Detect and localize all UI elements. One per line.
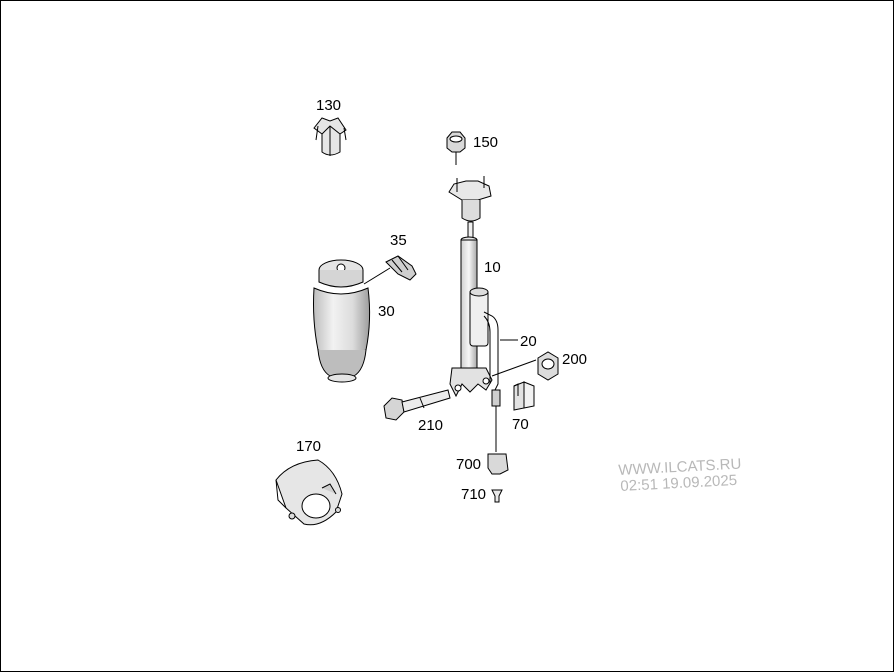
callout-70[interactable]: 70: [512, 416, 529, 433]
callout-35[interactable]: 35: [390, 232, 407, 249]
callout-710[interactable]: 710: [461, 486, 487, 503]
part-150-nut[interactable]: [446, 131, 466, 165]
part-10-strut[interactable]: [448, 176, 493, 398]
callout-20[interactable]: 20: [520, 333, 537, 350]
callout-150[interactable]: 150: [473, 134, 499, 151]
callout-170[interactable]: 170: [296, 438, 322, 455]
callout-200[interactable]: 200: [562, 351, 588, 368]
part-35-valve[interactable]: [385, 255, 417, 281]
part-200-nut[interactable]: [491, 351, 559, 381]
part-710-pin[interactable]: [491, 489, 503, 503]
part-210-bolt[interactable]: [383, 389, 451, 421]
part-70-bracket[interactable]: [513, 381, 535, 411]
part-170-cover[interactable]: [275, 459, 343, 526]
part-700-connector[interactable]: [487, 389, 509, 475]
callout-210[interactable]: 210: [418, 417, 444, 434]
callout-30[interactable]: 30: [378, 303, 395, 320]
callout-130[interactable]: 130: [316, 97, 342, 114]
part-20-wiring[interactable]: [483, 311, 518, 391]
part-30-air-spring[interactable]: [313, 259, 391, 383]
part-130-clip[interactable]: [313, 117, 347, 156]
callout-10[interactable]: 10: [484, 259, 501, 276]
callout-700[interactable]: 700: [456, 456, 482, 473]
